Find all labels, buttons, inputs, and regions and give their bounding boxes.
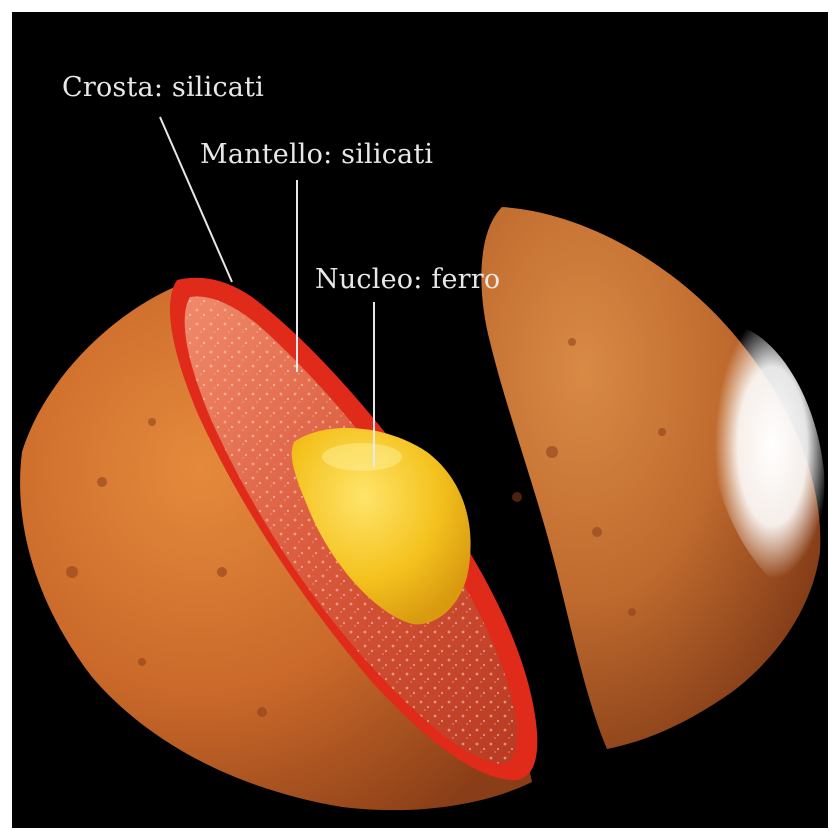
core-label: Nucleo: ferro: [315, 264, 500, 295]
planet-cutaway-illustration: [12, 12, 828, 828]
crust-label: Crosta: silicati: [62, 72, 264, 103]
mantle-label: Mantello: silicati: [200, 139, 433, 170]
diagram-canvas: Crosta: silicati Mantello: silicati Nucl…: [12, 12, 828, 828]
